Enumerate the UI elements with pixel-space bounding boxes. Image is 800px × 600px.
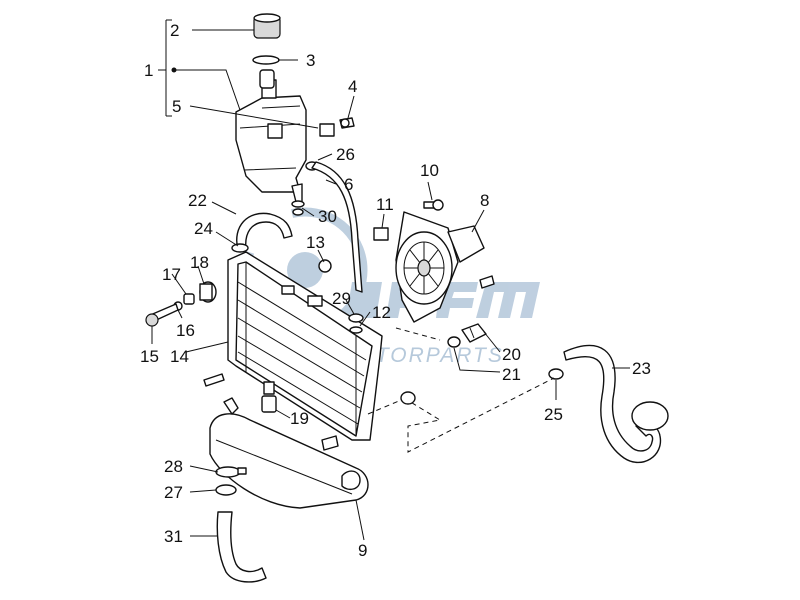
callout-26: 26 <box>336 145 355 164</box>
clamp-24 <box>231 243 249 253</box>
bushing-19 <box>261 381 277 413</box>
callout-11: 11 <box>376 195 394 214</box>
callout-3: 3 <box>306 51 315 70</box>
callout-23: 23 <box>632 359 651 378</box>
expansion-tank <box>235 79 307 203</box>
filler-cap <box>253 13 281 39</box>
callout-18: 18 <box>190 253 209 272</box>
screw-10 <box>423 199 444 211</box>
callout-14: 14 <box>170 347 189 366</box>
callout-10: 10 <box>420 161 439 180</box>
clamp-30 <box>291 200 305 216</box>
clamp-29 <box>348 313 364 323</box>
callout-5: 5 <box>172 97 181 116</box>
hose-23-coil <box>631 401 669 431</box>
breather-hose <box>311 161 363 293</box>
callout-16: 16 <box>176 321 195 340</box>
fan-screw <box>479 275 495 289</box>
callout-30: 30 <box>318 207 337 226</box>
connection-dashed-line <box>403 377 555 453</box>
callout-31: 31 <box>164 527 183 546</box>
cooling-fan <box>395 211 485 323</box>
callout-4: 4 <box>348 77 357 96</box>
callout-6: 6 <box>344 175 353 194</box>
hose-31 <box>216 511 267 583</box>
bolt-4 <box>339 117 355 129</box>
callout-21: 21 <box>502 365 521 384</box>
o-ring-21 <box>447 336 461 348</box>
callout-1: 1 <box>144 61 153 80</box>
connection-dashed-line-2 <box>367 397 407 415</box>
clamp-27 <box>215 484 237 496</box>
bolt-15 <box>145 303 179 327</box>
radiator-support <box>209 397 369 509</box>
callout-20: 20 <box>502 345 521 364</box>
callout-27: 27 <box>164 483 183 502</box>
fitting <box>400 391 416 405</box>
callout-8: 8 <box>480 191 489 210</box>
callout-25: 25 <box>544 405 563 424</box>
nut-13 <box>318 259 332 273</box>
callout-2: 2 <box>170 21 179 40</box>
callout-13: 13 <box>306 233 325 252</box>
callout-22: 22 <box>188 191 207 210</box>
clip-5 <box>319 123 335 137</box>
rubber-mount-18 <box>199 281 217 303</box>
callout-28: 28 <box>164 457 183 476</box>
callout-15: 15 <box>140 347 159 366</box>
callout-29: 29 <box>332 289 351 308</box>
callout-12: 12 <box>372 303 391 322</box>
thermoswitch-20 <box>461 323 487 343</box>
hose-22 <box>236 212 293 251</box>
callout-labels: 1 2 3 4 5 26 6 10 8 22 30 11 24 13 18 17… <box>140 21 651 560</box>
cap-washer <box>252 55 280 89</box>
clamp-12 <box>349 326 363 334</box>
clamp-28 <box>215 466 247 478</box>
callout-24: 24 <box>194 219 213 238</box>
bush-17 <box>183 293 195 305</box>
callout-17: 17 <box>162 265 181 284</box>
callout-19: 19 <box>290 409 309 428</box>
clamp-25 <box>548 368 564 380</box>
hose-23 <box>563 344 662 464</box>
thermoswitch-leader <box>395 327 441 341</box>
bracket-11 <box>373 227 389 241</box>
leader-lines <box>151 19 630 541</box>
callout-9: 9 <box>358 541 367 560</box>
radiator <box>227 251 383 441</box>
radiator-bolt <box>203 373 225 387</box>
